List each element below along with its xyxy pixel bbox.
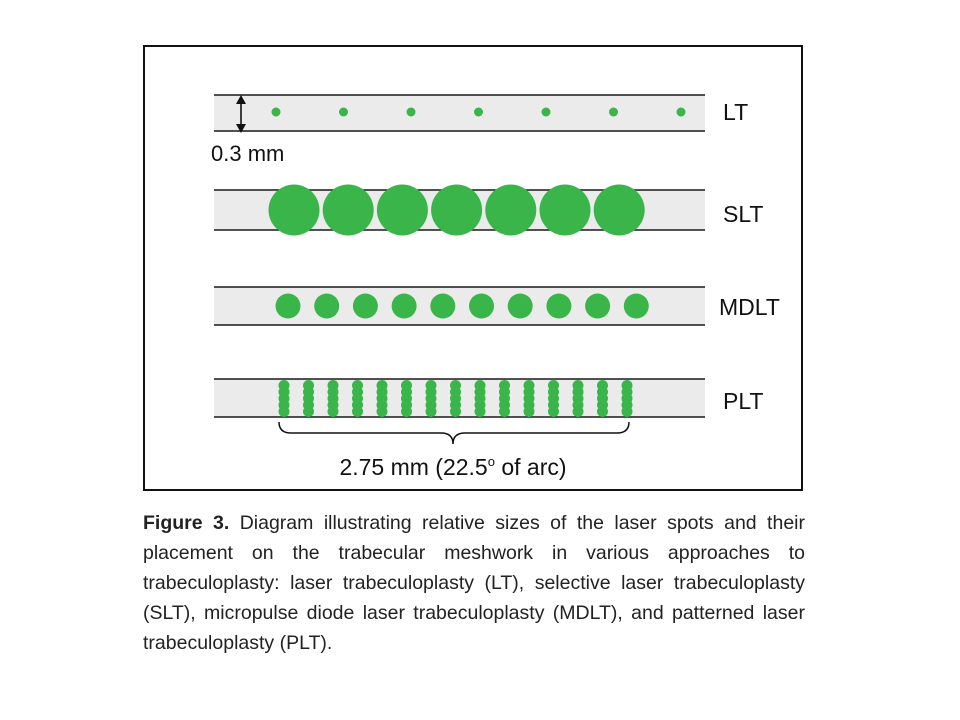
- slt-spot: [593, 184, 645, 236]
- plt-spot: [376, 406, 388, 417]
- slt-spot: [376, 184, 428, 236]
- band-lt: [214, 95, 705, 131]
- lt-spot: [339, 107, 348, 117]
- plt-spot: [548, 406, 559, 417]
- caption-text: Diagram illustrating relative sizes of t…: [143, 512, 805, 654]
- figure-frame: 0.3 mm LT SLT MDLT PLT 2.75 mm (22.5o of…: [143, 45, 803, 491]
- spot-layer: [268, 107, 686, 417]
- row-label-lt: LT: [723, 99, 748, 125]
- mdlt-spot: [623, 293, 649, 319]
- slt-spot: [431, 184, 483, 236]
- mdlt-spot: [546, 293, 572, 319]
- laser-spot-diagram: 0.3 mm LT SLT MDLT PLT 2.75 mm (22.5o of…: [211, 94, 780, 480]
- caption-label: Figure 3.: [143, 512, 230, 534]
- mdlt-spot: [391, 293, 417, 319]
- lt-spot: [271, 107, 281, 117]
- figure-caption: Figure 3. Diagram illustrating relative …: [143, 508, 805, 658]
- mdlt-spot: [469, 293, 494, 319]
- mdlt-spot: [314, 293, 340, 319]
- slt-spot: [268, 184, 320, 236]
- lt-spot: [406, 107, 416, 117]
- plt-spot: [401, 406, 412, 417]
- mdlt-spot: [430, 293, 456, 319]
- plt-spot: [450, 406, 461, 417]
- plt-spot: [572, 406, 584, 417]
- row-label-plt: PLT: [723, 388, 763, 414]
- plt-spot: [474, 406, 486, 417]
- slt-spot: [485, 184, 537, 236]
- row-label-mdlt: MDLT: [719, 294, 780, 320]
- plt-spot: [499, 406, 510, 417]
- plt-spot: [303, 406, 314, 417]
- plt-spot: [425, 406, 437, 417]
- lt-spot: [474, 107, 483, 117]
- slt-spot: [539, 184, 591, 236]
- mdlt-spot: [585, 293, 611, 319]
- row-label-slt: SLT: [723, 201, 763, 227]
- lt-spot: [609, 107, 618, 117]
- width-annotation: 2.75 mm (22.5o of arc): [339, 454, 566, 480]
- plt-spot: [278, 406, 290, 417]
- band-layer: [214, 94, 705, 418]
- height-arrow: [236, 95, 246, 133]
- mdlt-spot: [275, 293, 301, 319]
- plt-spot: [621, 406, 633, 417]
- width-brace: [278, 421, 630, 445]
- lt-spot: [541, 107, 551, 117]
- plt-spot: [352, 406, 363, 417]
- mdlt-spot: [507, 293, 533, 319]
- height-annotation: 0.3 mm: [211, 141, 284, 166]
- lt-spot: [676, 107, 686, 117]
- plt-spot: [327, 406, 339, 417]
- mdlt-spot: [352, 293, 378, 319]
- slt-spot: [322, 184, 374, 236]
- plt-spot: [523, 406, 535, 417]
- plt-spot: [597, 406, 608, 417]
